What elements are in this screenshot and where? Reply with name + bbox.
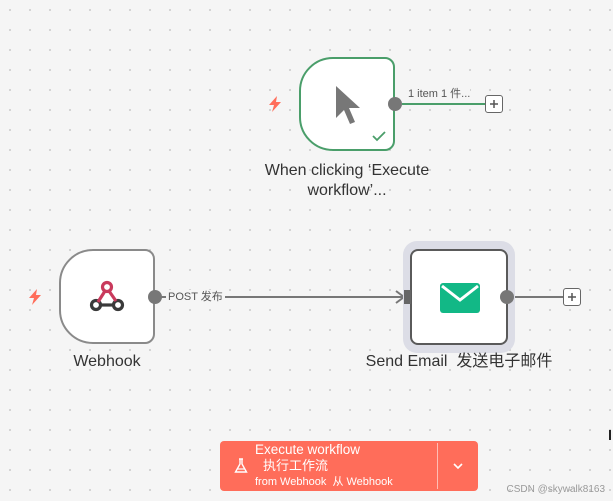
execute-workflow-button[interactable]: Execute workflow 执行工作流 from Webhook 从 We… bbox=[220, 441, 478, 491]
execute-workflow-main[interactable]: Execute workflow 执行工作流 from Webhook 从 We… bbox=[220, 441, 437, 491]
manual-trigger-node[interactable] bbox=[299, 57, 395, 151]
execute-button-divider bbox=[437, 443, 438, 489]
text-cursor-mark bbox=[609, 430, 611, 440]
webhook-trigger-bolt-icon bbox=[27, 288, 43, 306]
send-email-node[interactable] bbox=[410, 249, 508, 345]
cursor-arrow-icon bbox=[332, 84, 364, 131]
send-email-add-node-button[interactable] bbox=[563, 288, 581, 306]
execute-workflow-label: Execute workflow bbox=[255, 442, 361, 457]
envelope-icon bbox=[439, 282, 481, 319]
webhook-icon bbox=[89, 280, 125, 319]
webhook-label: Webhook bbox=[73, 353, 141, 370]
execute-workflow-label-cn: 执行工作流 bbox=[263, 458, 329, 473]
send-email-output-handle[interactable] bbox=[500, 290, 514, 304]
webhook-output-handle[interactable] bbox=[148, 290, 162, 304]
trigger-bolt-icon bbox=[267, 95, 283, 113]
plus-icon bbox=[490, 100, 498, 108]
manual-trigger-output-label: 1 item 1 件... bbox=[408, 87, 471, 101]
watermark: CSDN @skywalk8163 bbox=[506, 484, 605, 495]
manual-trigger-label-line2: workflow’... bbox=[307, 182, 387, 199]
chevron-down-icon bbox=[453, 463, 463, 470]
manual-trigger-add-node-button[interactable] bbox=[485, 95, 503, 113]
execute-workflow-source: from Webhook 从 Webhook bbox=[255, 476, 393, 488]
flask-icon bbox=[234, 458, 248, 479]
manual-trigger-output-handle[interactable] bbox=[388, 97, 402, 111]
webhook-node[interactable] bbox=[59, 249, 155, 344]
plus-icon bbox=[568, 293, 576, 301]
webhook-to-email-label: POST 发布 bbox=[166, 290, 225, 304]
execute-options-dropdown-button[interactable] bbox=[438, 441, 478, 491]
send-email-input-handle[interactable] bbox=[404, 290, 411, 304]
check-icon bbox=[371, 129, 387, 147]
manual-trigger-label: When clicking ‘Execute workflow’... bbox=[227, 161, 467, 201]
send-email-label: Send Email 发送电子邮件 bbox=[365, 353, 553, 370]
manual-trigger-label-line1: When clicking ‘Execute bbox=[264, 162, 430, 179]
